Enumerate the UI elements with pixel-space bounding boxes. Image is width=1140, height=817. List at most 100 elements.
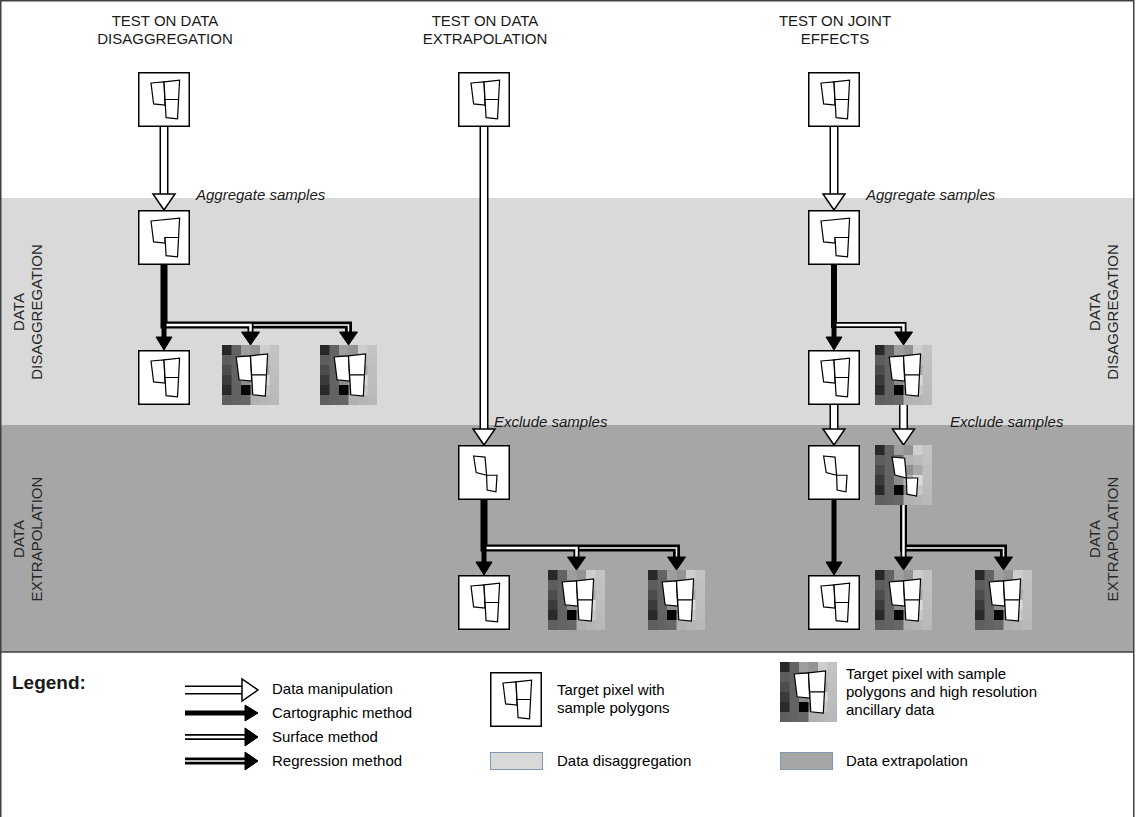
- raster-cell: [648, 620, 658, 630]
- raster-cell: [320, 345, 330, 356]
- raster-cell: [875, 465, 885, 476]
- raster-cell: [780, 712, 790, 722]
- raster-cell: [696, 600, 706, 611]
- raster-cell: [596, 600, 606, 611]
- arrow-inner: [164, 265, 251, 334]
- raster-cell: [368, 395, 378, 405]
- arrow-head: [995, 557, 1013, 570]
- raster-cell: [885, 475, 895, 486]
- arrow-inner: [902, 505, 905, 559]
- raster-cell: [923, 365, 933, 376]
- raster-cell: [339, 395, 349, 405]
- raster-cell: [577, 620, 587, 630]
- target-pixel: [458, 575, 510, 630]
- raster-cell: [875, 570, 885, 581]
- raster-cell: [696, 570, 706, 581]
- target-pixel: [808, 72, 860, 127]
- raster-cell: [648, 570, 658, 581]
- sample-polygon: [835, 238, 849, 257]
- raster-cell: [270, 355, 280, 366]
- raster-cell: [828, 682, 838, 693]
- target-pixel: [808, 445, 860, 500]
- raster-cell: [1023, 590, 1033, 601]
- arrow-head: [826, 562, 842, 575]
- pixel-outline: [459, 73, 510, 127]
- raster-cell: [558, 570, 568, 581]
- sample-polygon: [484, 583, 500, 602]
- arrow-head: [823, 429, 845, 445]
- sample-polygon: [516, 680, 532, 699]
- raster-cell: [251, 395, 261, 405]
- raster-cell: [809, 712, 819, 722]
- raster-cell: [780, 682, 790, 693]
- raster-cell: [975, 600, 985, 611]
- raster-cell: [320, 385, 330, 396]
- raster-cell: [339, 385, 349, 396]
- sample-polygon: [821, 360, 835, 383]
- raster-cell: [923, 620, 933, 630]
- sample-polygon: [165, 378, 179, 397]
- legend-text: Cartographic method: [272, 704, 472, 722]
- raster-cell: [923, 580, 933, 591]
- raster-cell: [828, 702, 838, 713]
- raster-cell: [1023, 570, 1033, 581]
- pixel-outline: [809, 73, 860, 127]
- raster-cell: [875, 375, 885, 386]
- arrow-shaft: [164, 265, 349, 334]
- pixel-outline: [809, 446, 860, 500]
- pixel-box: [808, 72, 860, 127]
- data-manipulation-arrow: [153, 127, 175, 210]
- legend-arrow-sample: [185, 705, 258, 721]
- sample-polygon: [165, 100, 179, 119]
- raster-pixel-box: [548, 570, 605, 630]
- arrow-head: [826, 337, 842, 350]
- raster-cell: [349, 395, 359, 405]
- legend-pixel-sample: [780, 662, 837, 722]
- raster-pixel-box: [875, 445, 932, 505]
- raster-cell: [241, 385, 251, 396]
- sample-polygon: [809, 671, 826, 692]
- raster-cell: [330, 385, 340, 396]
- arrow-inner: [831, 405, 837, 431]
- pixel-box: [458, 575, 510, 630]
- arrow-head: [245, 728, 258, 746]
- sample-polygon: [1005, 600, 1020, 621]
- cartographic-arrow: [826, 500, 842, 575]
- arrow-inner: [484, 500, 677, 559]
- legend-divider: [1, 651, 1133, 653]
- raster-cell: [558, 610, 568, 621]
- surface-arrow: [484, 500, 586, 570]
- arrow-head: [153, 194, 175, 210]
- arrow-shaft: [164, 265, 251, 334]
- legend-text: Target pixel with sample polygons: [557, 681, 697, 717]
- raster-cell: [677, 570, 687, 581]
- raster-cell: [875, 580, 885, 591]
- raster-cell: [894, 385, 904, 396]
- edge-label: Aggregate samples: [866, 186, 995, 204]
- raster-pixel-box: [875, 345, 932, 405]
- sample-polygon: [835, 378, 849, 397]
- regression-arrow: [164, 265, 358, 345]
- raster-cell: [904, 620, 914, 630]
- arrow-inner: [834, 265, 904, 334]
- pixel-box: [458, 72, 510, 127]
- sample-polygon: [471, 585, 485, 608]
- raster-cell: [368, 345, 378, 356]
- raster-cell: [780, 702, 790, 713]
- sample-polygon: [517, 700, 531, 719]
- raster-cell: [658, 610, 668, 621]
- raster-cell: [923, 445, 933, 456]
- process-band: DATA DISAGGREGATIONDATA DISAGGREGATION: [1, 198, 1133, 425]
- column-title: TEST ON JOINT EFFECTS: [750, 12, 920, 48]
- raster-cell: [270, 365, 280, 376]
- sample-polygon: [904, 354, 921, 375]
- raster-cell: [994, 570, 1004, 581]
- raster-cell: [270, 375, 280, 386]
- sample-polygon: [906, 478, 917, 496]
- raster-cell: [885, 620, 895, 630]
- raster-cell: [799, 702, 809, 713]
- raster-cell: [696, 580, 706, 591]
- raster-cell: [1004, 620, 1014, 630]
- arrow-head: [242, 679, 258, 701]
- raster-cell: [923, 610, 933, 621]
